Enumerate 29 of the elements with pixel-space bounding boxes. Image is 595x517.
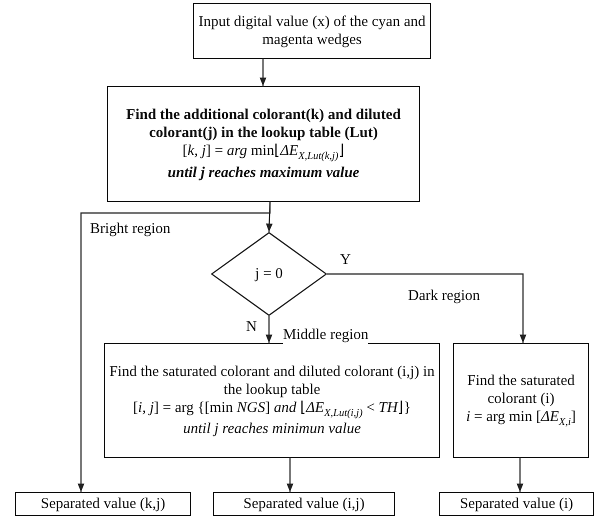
arrow (266, 316, 272, 343)
edge-label: Bright region (90, 221, 170, 238)
output-box (213, 492, 395, 516)
node-label: Separated value (i,j) (243, 495, 365, 513)
arrow (78, 202, 271, 492)
node-label: j = 0 (255, 265, 283, 283)
region-label: Middle region (283, 327, 368, 344)
region-label: Dark region (408, 288, 480, 304)
arrow (516, 458, 524, 492)
loop-condition: until j reaches minimun value (183, 420, 361, 438)
node-label: Separated value (k,j) (40, 495, 166, 513)
node-label: Separated value (i) (460, 495, 574, 513)
process-box (107, 86, 420, 202)
step-text: Find the additional colorant(k) and diluted colorant(j) in the lookup table (Lut) (125, 106, 402, 142)
decision-diamond (211, 232, 327, 316)
output-box (439, 492, 594, 516)
arrow (286, 458, 294, 492)
step-text: Find the saturated colorant (i) (466, 372, 576, 408)
node-label: Input digital value (x) of the cyan and magenta wedges (198, 13, 426, 49)
process-box (193, 3, 431, 59)
loop-condition: until j reaches maximum value (168, 164, 360, 182)
formula: [i, j] = arg {[min NGS] and ⌊ΔE$_{X,Lut(i,j)}$ < TH⌋} (133, 398, 411, 420)
arrow (327, 273, 526, 343)
formula: i = arg min [ΔE$_{X,i}$] (466, 408, 576, 430)
process-box (453, 343, 589, 458)
arrow (260, 59, 266, 86)
process-box (104, 343, 440, 458)
formula: [k, j] = arg min⌊ΔE$_{X,Lut(k,j)}$⌋ (182, 142, 344, 164)
output-box (15, 492, 191, 516)
